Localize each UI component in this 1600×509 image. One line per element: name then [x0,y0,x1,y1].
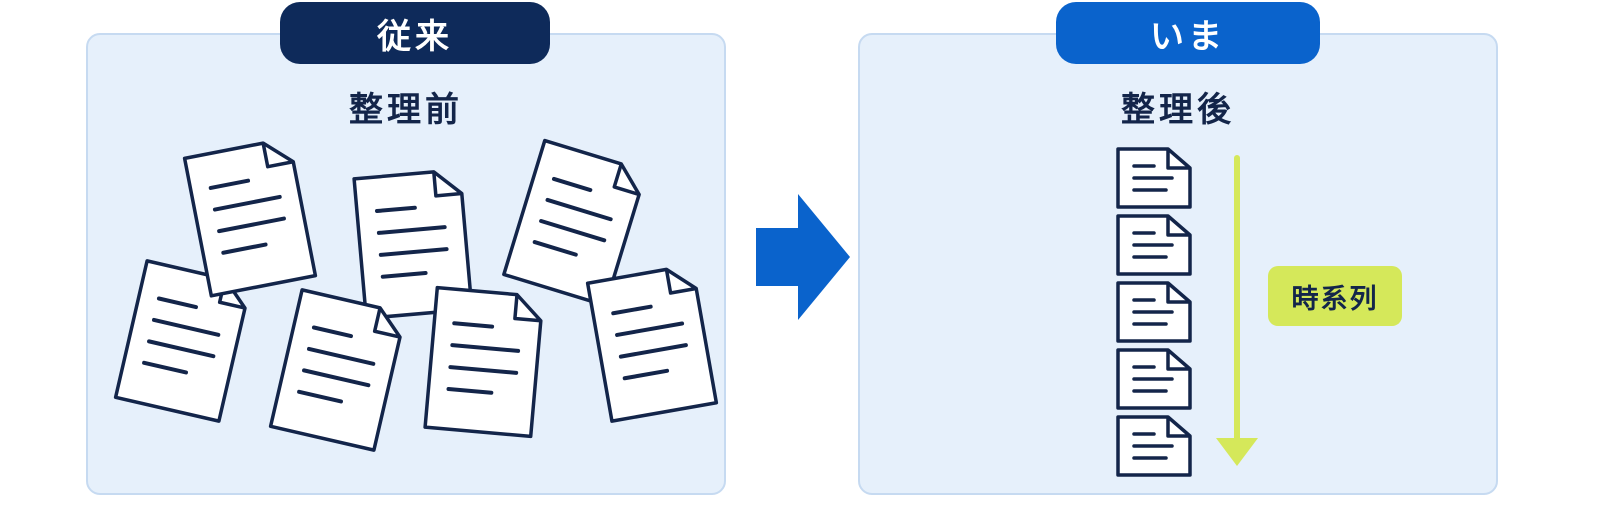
after-heading: 整理後 [1121,90,1235,130]
before-badge: 従来 [280,2,550,64]
after-badge: いま [1056,2,1320,64]
before-heading: 整理前 [349,90,463,130]
arrow-right-icon [756,194,850,320]
timeline-label: 時系列 [1268,266,1402,326]
